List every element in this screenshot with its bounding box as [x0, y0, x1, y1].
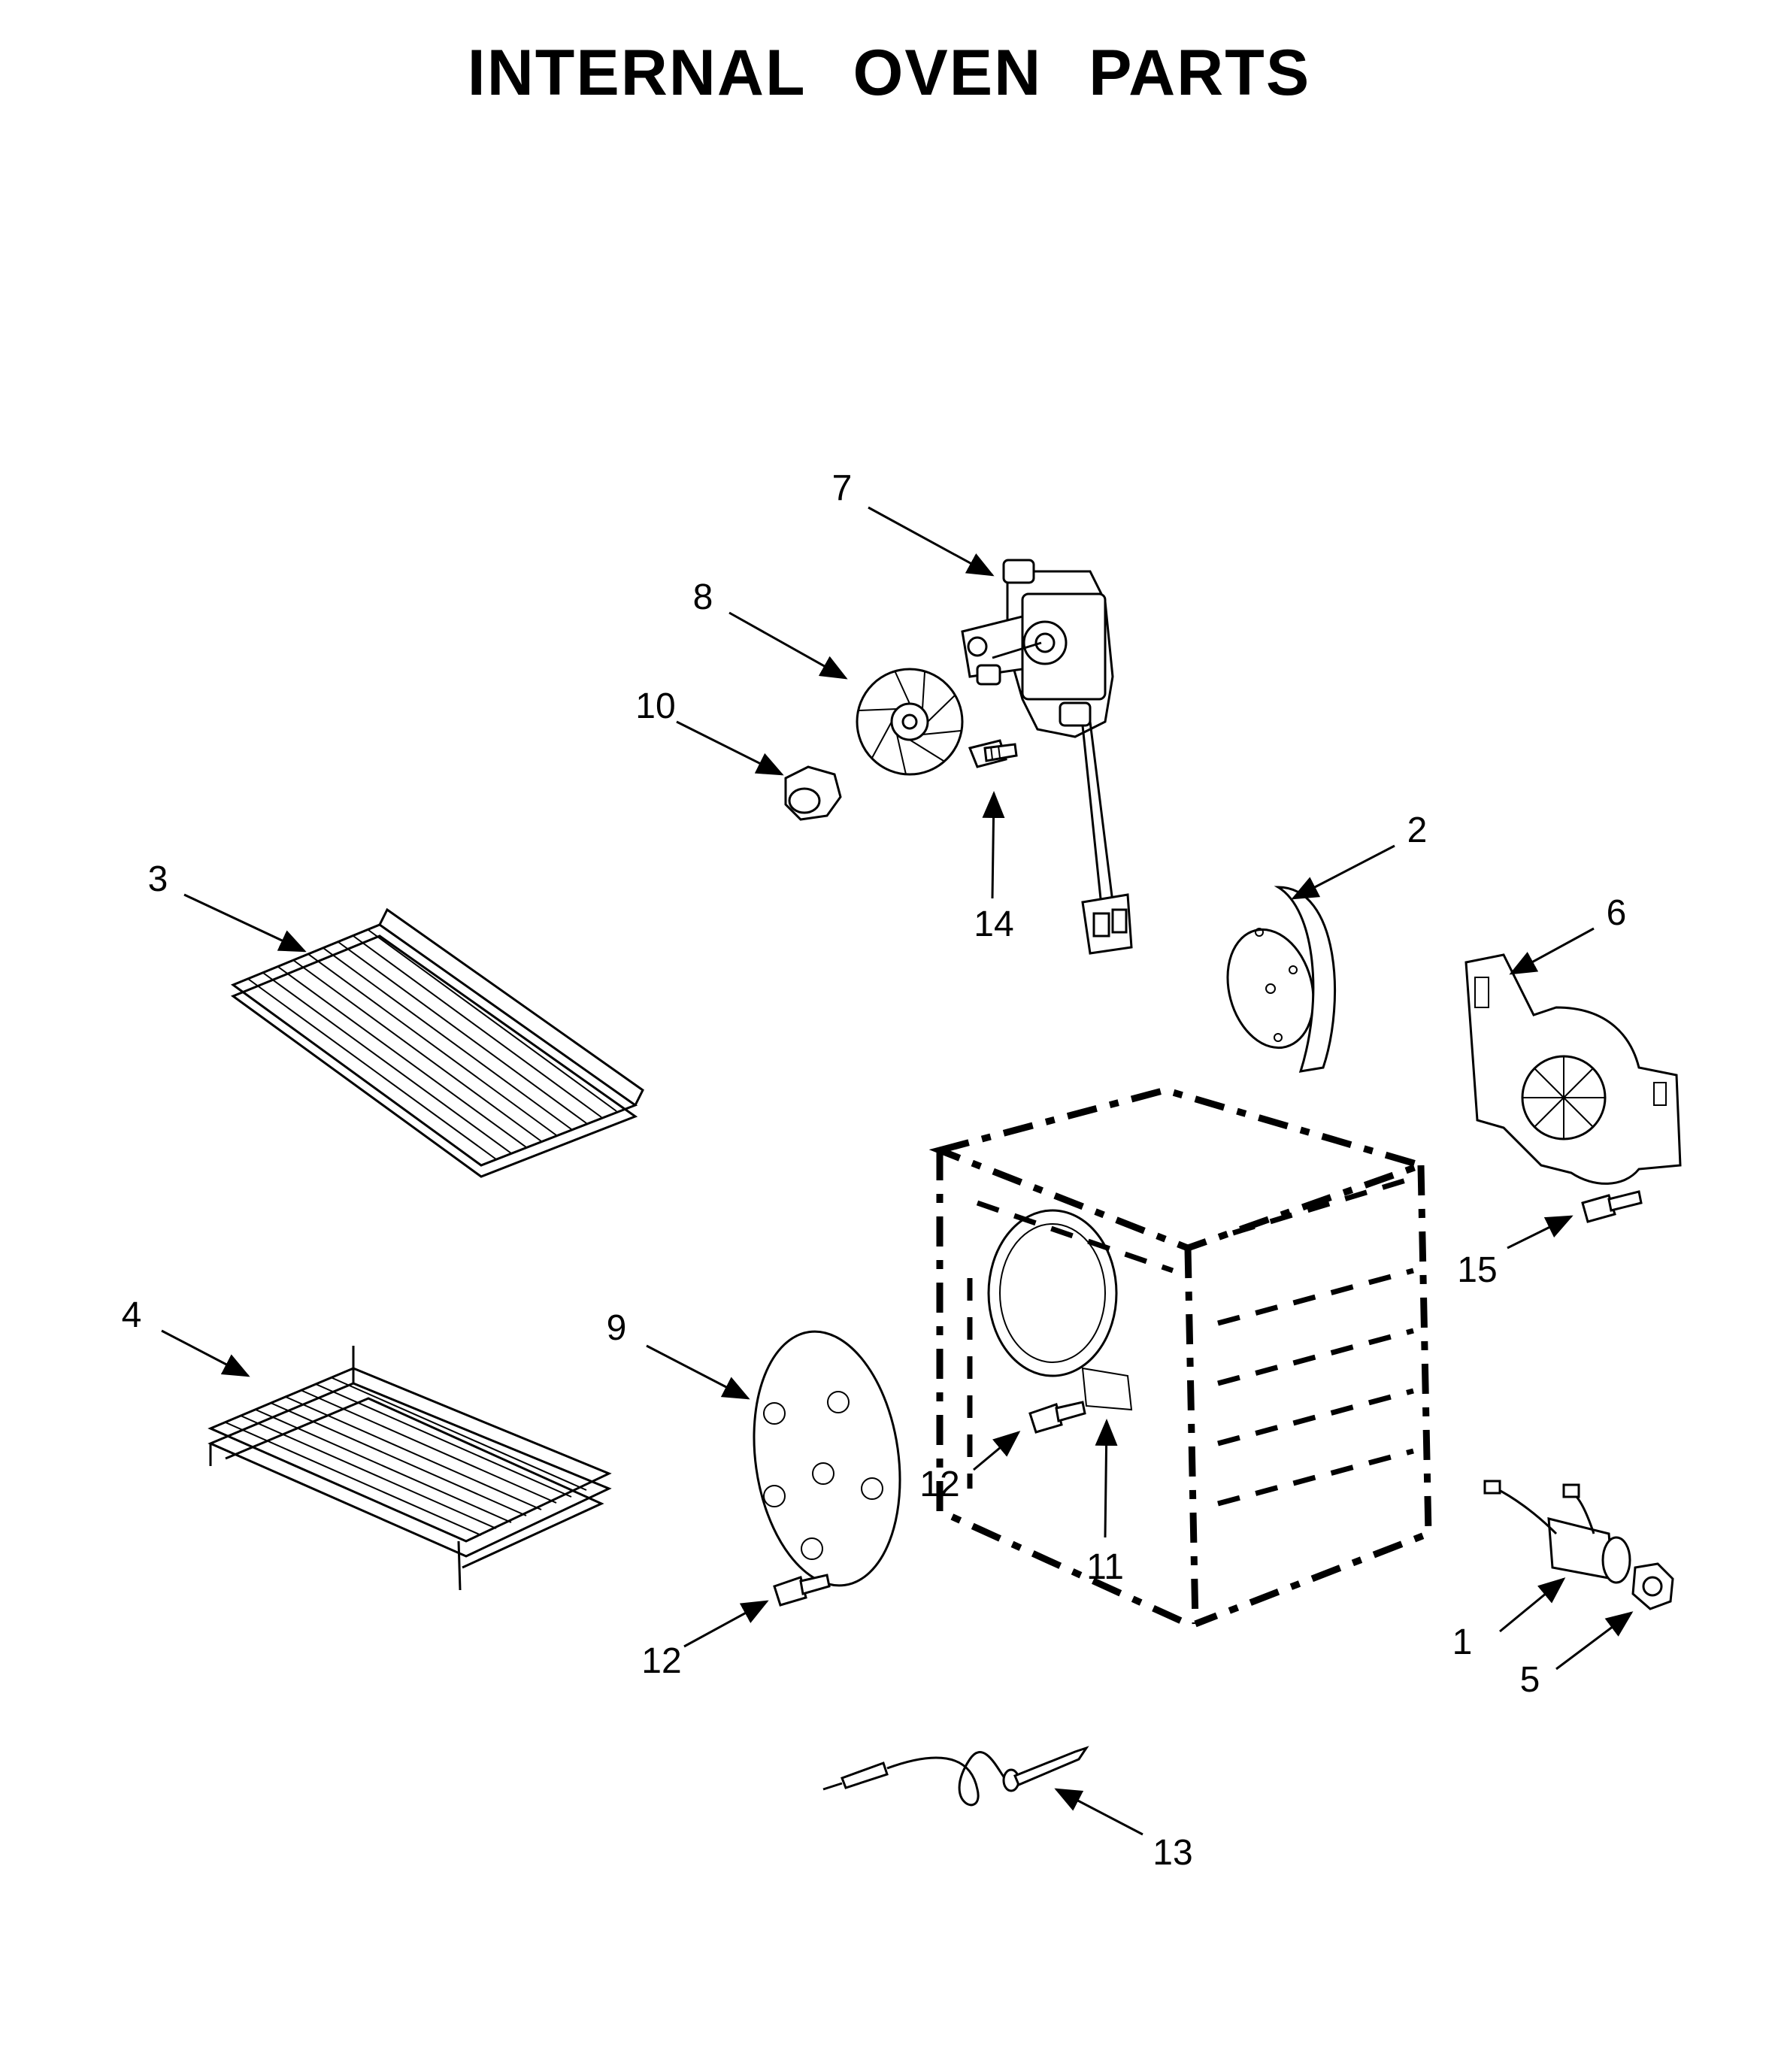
diagram-title: INTERNAL OVEN PARTS: [0, 36, 1778, 111]
callout-9: 9: [607, 1308, 627, 1348]
meat-probe-part: [822, 1746, 1089, 1807]
sliding-rack-part: [207, 1346, 612, 1591]
callout-8: 8: [693, 577, 713, 617]
callout-4: 4: [122, 1295, 142, 1335]
fan-motor-part: [961, 559, 1133, 955]
callout-leaders: [161, 506, 1634, 1836]
callout-3: 3: [148, 859, 168, 899]
oven-cavity-part: [928, 1086, 1432, 1628]
callout-6: 6: [1607, 893, 1627, 933]
callout-13: 13: [1153, 1833, 1192, 1873]
convection-baffle-part: [1465, 953, 1682, 1185]
callout-5: 5: [1520, 1660, 1540, 1700]
callout-12-cavity: 12: [919, 1465, 959, 1504]
fan-cover-disc-part: [1226, 886, 1337, 1073]
hex-nut-part: [1631, 1562, 1674, 1610]
flat-rack-part: [230, 907, 644, 1178]
callout-2: 2: [1407, 810, 1428, 850]
callout-11: 11: [1086, 1547, 1124, 1587]
title-word: INTERNAL: [467, 37, 807, 109]
callout-7: 7: [832, 468, 853, 508]
screw-part: [1028, 1401, 1086, 1434]
baffle-screw-part: [1581, 1190, 1643, 1223]
callout-14: 14: [974, 904, 1013, 944]
callout-12-plate: 12: [641, 1641, 681, 1681]
screw-part: [773, 1574, 831, 1607]
motor-screw-part: [968, 739, 1018, 768]
title-word: OVEN: [853, 37, 1043, 109]
fan-blade-part: [856, 668, 964, 776]
callout-10: 10: [635, 686, 675, 726]
light-socket-part: [1483, 1480, 1631, 1584]
callout-1: 1: [1452, 1622, 1473, 1662]
callout-15: 15: [1457, 1250, 1497, 1290]
gasket-plate-part: [753, 1330, 901, 1587]
fan-nut-part: [784, 765, 842, 821]
title-word: PARTS: [1089, 37, 1311, 109]
